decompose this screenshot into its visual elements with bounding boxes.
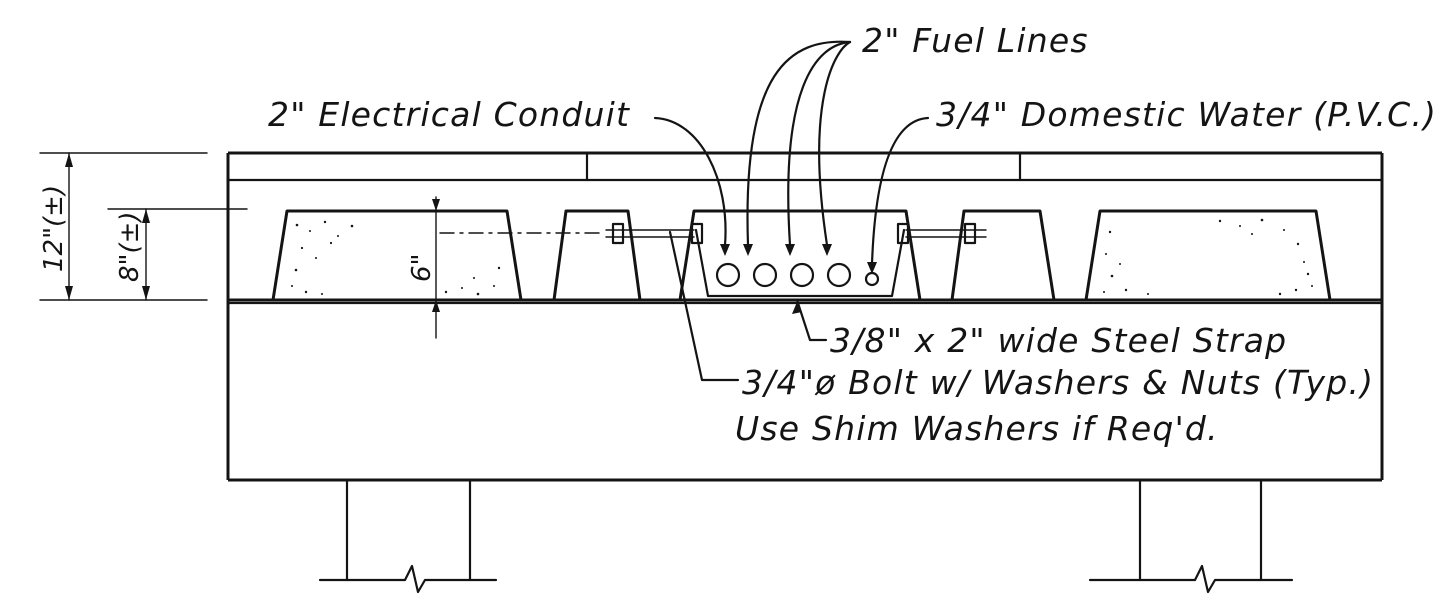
right-bolt-nut-outer <box>963 222 977 245</box>
deck-structure <box>226 151 1384 482</box>
domestic-water-label: 3/4" Domestic Water (P.V.C.) <box>936 95 1437 134</box>
leader-lines <box>653 40 930 382</box>
deck-ribs <box>271 209 1332 301</box>
steel-strap <box>694 228 906 298</box>
center-utility-channel <box>678 209 922 301</box>
dimension-lines <box>39 152 440 339</box>
fuel-line-pipe-2 <box>789 262 815 288</box>
annotation-labels: 2" Fuel Lines 2" Electrical Conduit 3/4"… <box>268 21 1437 448</box>
left-bolt-nut-outer <box>611 222 625 245</box>
left-concrete-rib <box>271 209 523 301</box>
support-piers <box>318 478 1294 594</box>
electrical-conduit-leader <box>653 116 727 247</box>
steel-strap-leader <box>795 298 828 342</box>
left-center-rib <box>552 209 642 301</box>
fuel-line-leader-1 <box>746 40 852 247</box>
fuel-line-leader-3 <box>818 40 852 247</box>
shim-washers-note: Use Shim Washers if Req'd. <box>735 409 1219 448</box>
inner-height-label: 8"(±) <box>115 211 145 282</box>
fuel-line-pipe-3 <box>826 262 852 288</box>
steel-strap-label: 3/8" x 2" wide Steel Strap <box>830 321 1287 360</box>
left-pier-break-line <box>318 564 498 594</box>
domestic-water-pipe <box>864 271 880 287</box>
right-concrete-rib <box>1084 209 1332 301</box>
electrical-conduit-pipe <box>715 262 741 288</box>
fuel-line-pipe-1 <box>752 262 778 288</box>
left-bolt-nut-inner <box>690 222 704 245</box>
bolts <box>439 222 987 245</box>
domestic-water-leader <box>870 116 930 266</box>
bolt-leader <box>668 230 740 382</box>
right-pier-break-line <box>1088 564 1294 594</box>
right-bolt-nut-inner <box>896 222 910 245</box>
electrical-conduit-label: 2" Electrical Conduit <box>268 95 630 134</box>
bolt-label: 3/4"ø Bolt w/ Washers & Nuts (Typ.) <box>742 363 1374 402</box>
right-center-rib <box>950 209 1056 301</box>
dimension-labels: 12"(±) 8"(±) 6" <box>39 185 437 282</box>
fuel-lines-label: 2" Fuel Lines <box>862 21 1089 60</box>
leader-arrowheads <box>720 244 877 314</box>
fuel-line-leader-2 <box>787 40 852 247</box>
concrete-fill-stipple <box>291 218 1313 296</box>
channel-depth-label: 6" <box>407 253 437 282</box>
utility-pipes <box>715 262 880 288</box>
overall-height-label: 12"(±) <box>39 185 69 272</box>
